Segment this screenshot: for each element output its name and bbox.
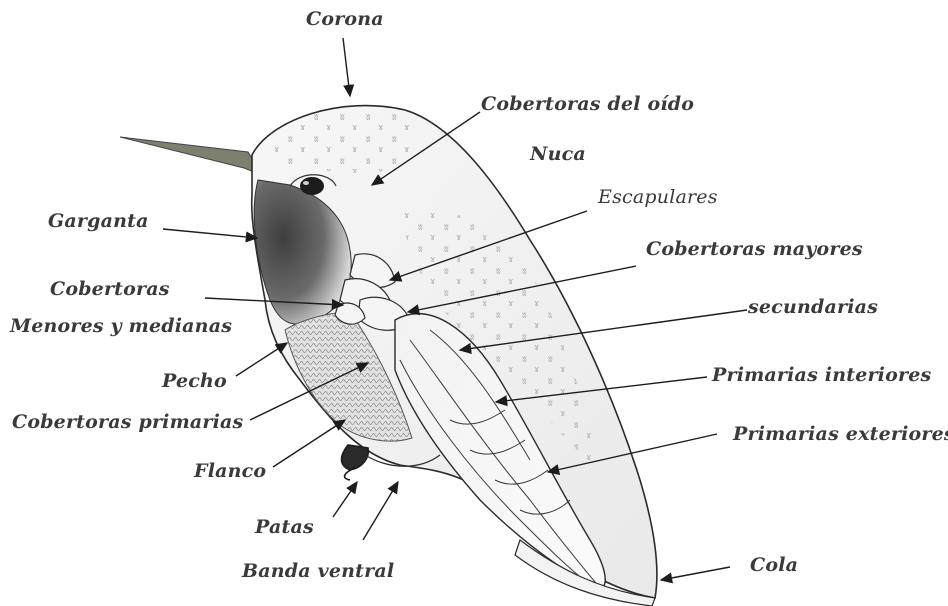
label-cola: Cola bbox=[750, 556, 798, 575]
label-cobertoras: Cobertoras bbox=[50, 280, 170, 299]
label-pecho: Pecho bbox=[162, 372, 227, 391]
label-corona: Corona bbox=[306, 10, 384, 29]
label-nuca: Nuca bbox=[530, 145, 586, 164]
label-secundarias: secundarias bbox=[748, 298, 878, 317]
label-cobertoras-mayores: Cobertoras mayores bbox=[646, 240, 863, 259]
label-banda-ventral: Banda ventral bbox=[242, 562, 394, 581]
label-escapulares: Escapulares bbox=[598, 188, 718, 207]
eye-shape bbox=[300, 177, 324, 195]
label-patas: Patas bbox=[255, 518, 314, 537]
label-menores-medianas: Menores y medianas bbox=[10, 317, 232, 336]
bill-shape bbox=[120, 137, 262, 175]
feet-shape bbox=[342, 445, 369, 480]
label-flanco: Flanco bbox=[194, 462, 266, 481]
label-garganta: Garganta bbox=[48, 212, 149, 231]
label-primarias-exteriores: Primarias exteriores bbox=[733, 425, 948, 444]
label-primarias-interiores: Primarias interiores bbox=[712, 366, 931, 385]
label-cobertoras-oido: Cobertoras del oído bbox=[481, 95, 694, 114]
label-cobertoras-primarias: Cobertoras primarias bbox=[12, 413, 243, 432]
